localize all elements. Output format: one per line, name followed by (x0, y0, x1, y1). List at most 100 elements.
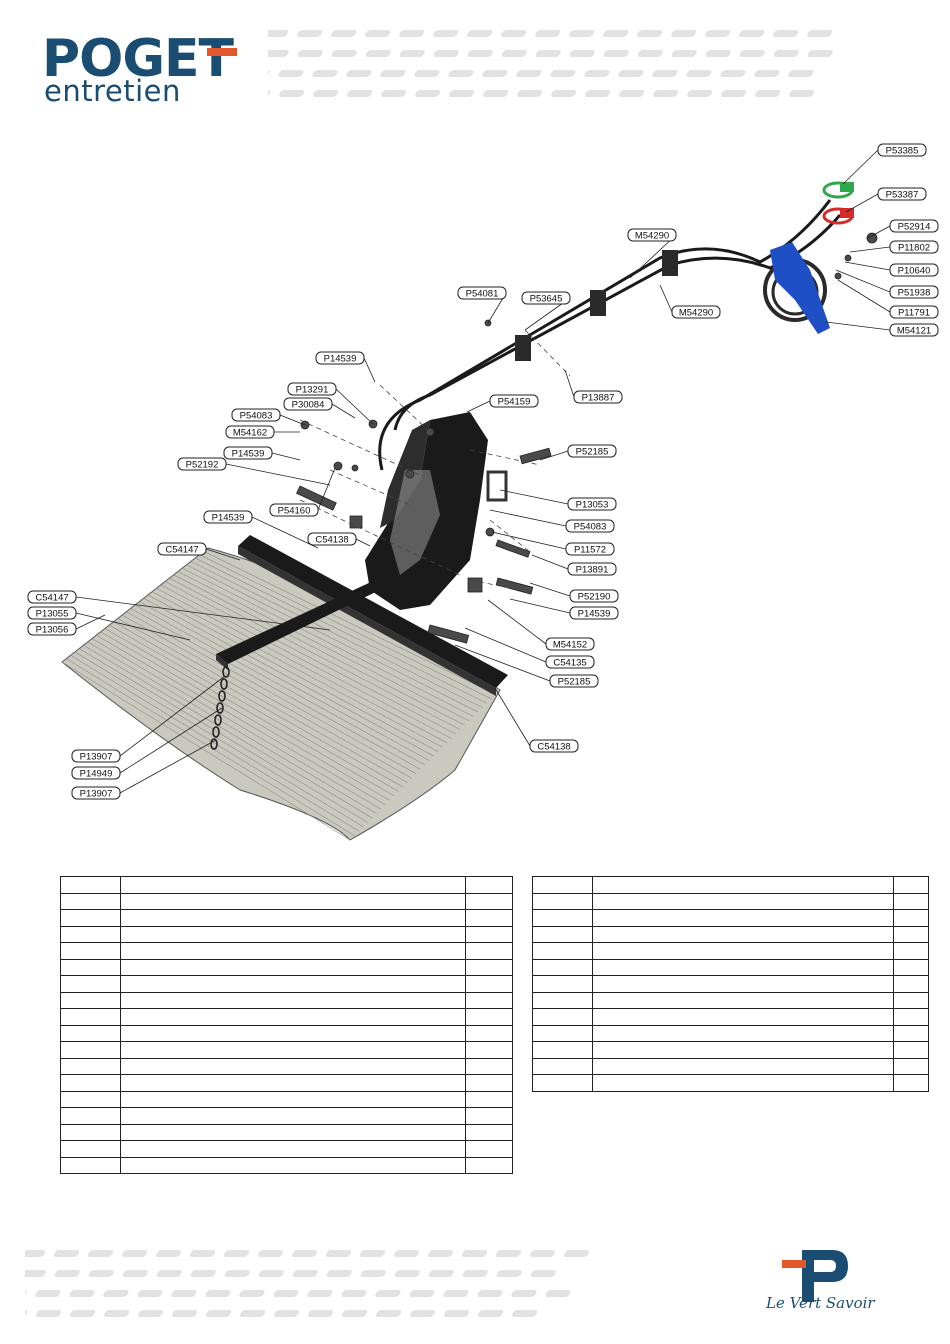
callout-leader-line (849, 246, 891, 253)
table-cell (532, 942, 593, 960)
table-row (60, 1107, 513, 1125)
table-cell (119, 991, 467, 1009)
table-cell (465, 1074, 513, 1092)
table-cell (465, 1090, 513, 1108)
table-cell (591, 1057, 895, 1075)
callout-leader-line (119, 675, 226, 757)
part-number-text: P13891 (576, 565, 609, 576)
table-row (532, 1057, 929, 1075)
table-cell (60, 909, 121, 927)
table-cell (591, 876, 895, 894)
brand-tagline: Le Vert Savoir (766, 1294, 875, 1312)
table-cell (465, 942, 513, 960)
part-number-text: P14949 (80, 769, 113, 780)
part-callout-p14539: P14539 (203, 510, 253, 524)
callout-leader-line (529, 582, 571, 597)
part-callout-p11802: P11802 (889, 240, 939, 254)
part-callout-p11572: P11572 (565, 542, 615, 556)
table-cell (591, 975, 895, 993)
part-callout-p54081: P54081 (457, 286, 507, 300)
part-number-text: C54147 (165, 545, 198, 556)
callout-leader-line (331, 403, 356, 419)
table-row (60, 892, 513, 910)
part-number-text: P54159 (498, 397, 531, 408)
table-row (60, 1156, 513, 1174)
part-callout-p52185: P52185 (549, 674, 599, 688)
table-cell (465, 1123, 513, 1141)
table-row (532, 975, 929, 993)
callout-leader-line (564, 369, 575, 398)
table-cell (893, 942, 929, 960)
callout-leader-line (335, 388, 374, 425)
part-callout-p14539: P14539 (569, 606, 619, 620)
table-cell (60, 1024, 121, 1042)
callout-leader-line (363, 357, 376, 383)
part-number-text: P52914 (898, 222, 931, 233)
part-number-text: P52192 (186, 460, 219, 471)
table-row (532, 925, 929, 943)
parts-table-right (532, 876, 929, 1092)
table-cell (60, 975, 121, 993)
table-cell (60, 876, 121, 894)
decorative-stripes-bottom (25, 1250, 590, 1317)
hose-clamps (515, 250, 678, 361)
table-cell (465, 909, 513, 927)
parts-table-left (60, 876, 513, 1174)
table-cell (119, 1074, 467, 1092)
part-number-text: P52185 (558, 677, 591, 688)
table-cell (60, 1041, 121, 1059)
part-callout-m54290: M54290 (627, 228, 677, 242)
table-cell (119, 1140, 467, 1158)
callout-leader-line (464, 627, 547, 663)
part-callout-p54159: P54159 (489, 394, 539, 408)
table-cell (591, 1008, 895, 1026)
table-cell (60, 925, 121, 943)
callout-leader-line (251, 516, 319, 549)
part-number-text: P14539 (212, 513, 245, 524)
part-number-text: P52185 (576, 447, 609, 458)
table-cell (532, 892, 593, 910)
table-cell (893, 925, 929, 943)
table-cell (119, 892, 467, 910)
table-cell (119, 1090, 467, 1108)
part-number-text: P10640 (898, 266, 931, 277)
part-callout-c54147: C54147 (157, 542, 207, 556)
table-cell (465, 958, 513, 976)
table-cell (119, 876, 467, 894)
part-number-text: P13887 (582, 393, 615, 404)
callout-leader-line (279, 414, 306, 426)
table-row (60, 925, 513, 943)
table-row (60, 1024, 513, 1042)
table-cell (532, 909, 593, 927)
callout-leader-line (494, 687, 531, 747)
table-row (60, 1140, 513, 1158)
table-row (60, 1074, 513, 1092)
grooved-mat (61, 547, 501, 841)
callout-leader-line (75, 614, 106, 630)
callout-leader-line (205, 548, 241, 561)
table-row (532, 1024, 929, 1042)
part-callout-p54083: P54083 (565, 519, 615, 533)
chain (210, 666, 230, 750)
callout-leader-line (454, 644, 551, 682)
table-row (60, 958, 513, 976)
callout-leader-line (466, 400, 491, 413)
table-cell (465, 1041, 513, 1059)
part-number-text: P13907 (80, 789, 113, 800)
part-callout-p51938: P51938 (889, 285, 939, 299)
part-callout-p52914: P52914 (889, 219, 939, 233)
part-number-text: P51938 (898, 288, 931, 299)
part-number-text: P53387 (886, 190, 919, 201)
callout-leader-line (531, 554, 569, 570)
table-row (532, 876, 929, 894)
part-number-text: P13055 (36, 609, 69, 620)
table-cell (591, 942, 895, 960)
table-cell (532, 975, 593, 993)
table-cell (465, 991, 513, 1009)
part-number-text: P14539 (578, 609, 611, 620)
table-cell (893, 1074, 929, 1092)
callout-leader-line (835, 269, 891, 293)
table-row (532, 909, 929, 927)
part-number-text: M54290 (635, 231, 669, 242)
table-cell (465, 1107, 513, 1125)
